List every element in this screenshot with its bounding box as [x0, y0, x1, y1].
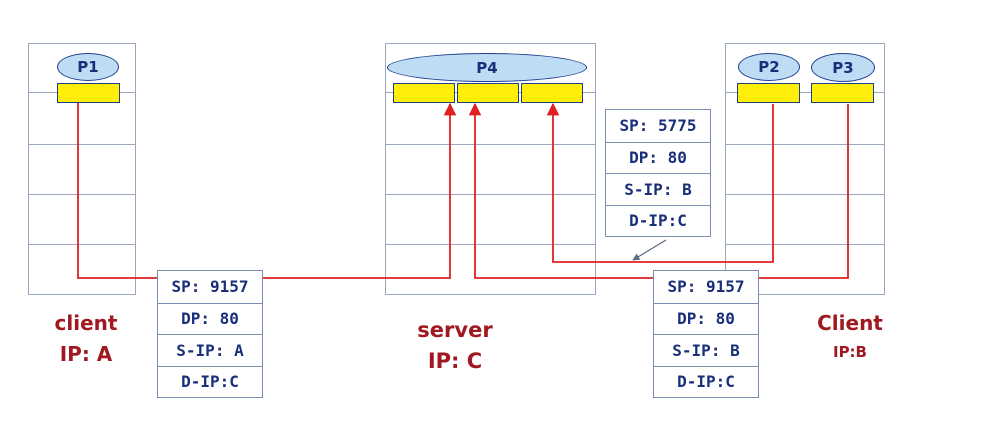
header-client-a: SP: 9157 DP: 80 S-IP: A D-IP:C: [157, 270, 263, 398]
socket-p4-c: [521, 83, 583, 103]
layer-divider: [726, 194, 884, 195]
client-a-name: client: [54, 311, 118, 335]
layer-divider: [386, 194, 595, 195]
header-pointer-line: [632, 239, 667, 261]
layer-divider: [29, 244, 135, 245]
process-p3-label: P3: [832, 58, 854, 77]
server-name: server: [417, 318, 493, 342]
layer-divider: [726, 92, 884, 93]
process-p2: P2: [738, 53, 800, 81]
process-p1: P1: [57, 53, 119, 81]
process-p1-label: P1: [77, 58, 99, 76]
header-dest-port: DP: 80: [158, 302, 262, 335]
header-source-ip: S-IP: A: [158, 334, 262, 366]
layer-divider: [386, 144, 595, 145]
socket-p3: [811, 83, 874, 103]
socket-p1: [57, 83, 120, 103]
header-source-port: SP: 9157: [171, 277, 249, 297]
client-b-ip: IP:B: [832, 343, 867, 361]
server-ip: IP: C: [427, 349, 483, 373]
layer-divider: [386, 244, 595, 245]
socket-p4-a: [393, 83, 455, 103]
header-dest-port: DP: 80: [654, 302, 758, 335]
process-p3: P3: [811, 53, 875, 82]
layer-divider: [29, 194, 135, 195]
process-p2-label: P2: [758, 58, 780, 76]
socket-p2: [737, 83, 800, 103]
header-dest-ip: D-IP:C: [654, 365, 758, 398]
header-source-port: SP: 9157: [667, 277, 745, 297]
client-a-ip: IP: A: [59, 342, 113, 366]
p1-to-p4-connection: [77, 102, 457, 279]
layer-divider: [726, 144, 884, 145]
layer-divider: [726, 244, 884, 245]
header-p2: SP: 5775 DP: 80 S-IP: B D-IP:C: [605, 109, 711, 237]
header-source-ip: S-IP: B: [606, 173, 710, 205]
client-b-name: Client: [817, 311, 883, 335]
process-p4-label: P4: [476, 58, 498, 77]
header-dest-ip: D-IP:C: [158, 365, 262, 398]
p2-to-p4-connection: [546, 102, 774, 263]
header-p3: SP: 9157 DP: 80 S-IP: B D-IP:C: [653, 270, 759, 398]
process-p4: P4: [387, 53, 587, 82]
header-dest-ip: D-IP:C: [606, 204, 710, 237]
header-source-port: SP: 5775: [619, 116, 697, 136]
header-source-ip: S-IP: B: [654, 334, 758, 366]
socket-p4-b: [457, 83, 519, 103]
header-dest-port: DP: 80: [606, 141, 710, 174]
layer-divider: [29, 144, 135, 145]
